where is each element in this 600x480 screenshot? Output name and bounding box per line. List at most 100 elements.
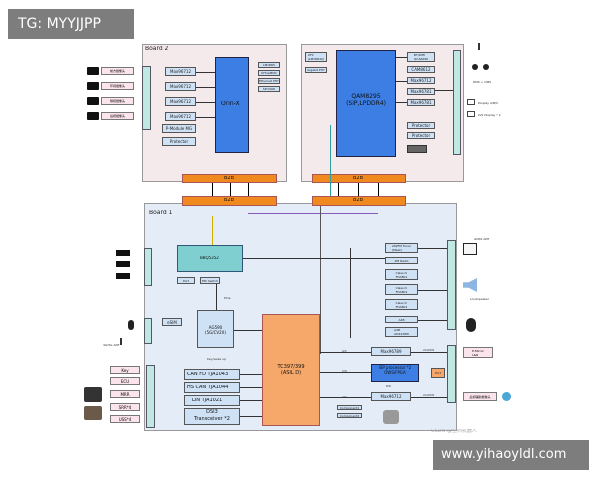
pmic-chip: P-Module MG <box>162 124 196 133</box>
antenna-icon-top <box>478 43 480 50</box>
can-fd-label: CAN FD TJA1043 <box>187 372 229 377</box>
conn-line-17 <box>196 72 215 73</box>
camera-label-3: 侧视摄像头 <box>101 97 134 105</box>
conn-line-13 <box>350 248 351 338</box>
b2b-arrow-5 <box>358 183 359 196</box>
a2b-chip: A2B <box>385 316 418 323</box>
b2b-bar-b1-right <box>312 196 406 206</box>
qam-right-2: CAM8612 <box>407 66 435 73</box>
i2c-label-1: I2C <box>342 349 347 353</box>
label-mrr: MRR <box>110 390 140 398</box>
board1-right-bottom-connector <box>447 345 456 403</box>
qam-right-7: Protector <box>407 132 435 139</box>
camera-icon-3 <box>87 97 99 105</box>
watermark-top-left-text: TG: MYYJJPP <box>18 17 101 31</box>
label-display-abc: Display A/B/C <box>478 101 499 105</box>
speaker-icon <box>463 278 477 292</box>
label-lvs-display: LVS Display * 2 <box>478 113 501 117</box>
camera-label-2: 环视摄像头 <box>101 82 134 90</box>
camera-label-4: 后视摄像头 <box>101 112 134 120</box>
lin-box <box>184 395 240 406</box>
camera-icon-oms <box>483 64 489 70</box>
keywake-label: Key/wake up <box>207 357 226 361</box>
b2b-label-b1-left: B2B <box>224 198 235 203</box>
orin-right-2: UFS/eMMC <box>258 70 280 76</box>
can-fd-box <box>184 369 240 380</box>
conn-line-22 <box>396 81 407 82</box>
route-line-purple <box>248 213 378 214</box>
route-line-gray <box>320 206 321 354</box>
emirror-label: E-Mirror L&R <box>463 347 493 358</box>
max96789-chip: Max96789 <box>371 347 411 356</box>
conn-line-4 <box>411 352 447 353</box>
dsi3-box <box>184 408 240 425</box>
tc397-label: TC397/399 (ASIL D) <box>277 364 305 376</box>
bbq-small-chip: Port <box>177 277 195 284</box>
orin-right-1: LPDDR5 <box>258 62 280 68</box>
max96712-left-1: Max96712 <box>165 67 196 76</box>
label-key: Key <box>110 366 140 374</box>
board1-left-mid-connector <box>144 318 152 344</box>
watermark-top-left <box>8 9 134 39</box>
bbq5352-chip <box>177 245 243 272</box>
pcie-label: PCIe <box>224 296 231 300</box>
radar-icon-1 <box>84 387 102 402</box>
ag590-label: AG590 (5G/CV2X) <box>205 325 226 335</box>
conn-line-15 <box>418 290 447 291</box>
display-icon-2 <box>467 111 475 117</box>
qam8295-label: QAM8295 (SiP,LPDDR4) <box>346 93 386 108</box>
b2b-bar-b2-right <box>312 174 406 183</box>
board2-label: Board 2 <box>145 46 169 52</box>
a2b2-chip: A2B AD2428W <box>385 327 418 337</box>
conn-line-7 <box>240 387 262 388</box>
component-chip-1: Component1 <box>337 405 362 410</box>
board1-right-top-connector <box>447 240 456 330</box>
ag590-chip <box>197 310 234 348</box>
radio-icon <box>463 243 477 255</box>
antenna-icon-left <box>120 338 122 345</box>
qam-left-1: UFS (LPDDR4X) <box>305 52 327 62</box>
classd-chip-3: Class D FDA801 <box>385 299 418 310</box>
qam-right-4: Max96781 <box>407 88 435 95</box>
camera-icon-b1-1 <box>116 250 130 256</box>
conn-line-2 <box>320 372 371 373</box>
camera-icon-4 <box>87 112 99 120</box>
conn-line-18 <box>196 87 215 88</box>
conn-line-19 <box>196 102 215 103</box>
isp-label: ISP processor *2 OWS/FPGA <box>378 365 412 375</box>
b2b-label-b2-left: B2B <box>224 176 235 181</box>
conn-line-3 <box>320 397 371 398</box>
max96712-left-2: Max96712 <box>165 82 196 91</box>
b2b-arrow-2 <box>230 183 231 196</box>
max96712-b1-chip: Max96712 <box>371 392 411 401</box>
conn-line-12 <box>243 258 385 259</box>
xm-radio-chip: XM Radio <box>385 257 418 264</box>
esim-chip: eSIM <box>162 318 182 326</box>
tc397-chip <box>262 314 320 426</box>
b2b-label-b2-right: B2B <box>353 176 364 181</box>
lvds-label-2: 2xLVDS <box>423 393 435 397</box>
camera-icon-b1-2 <box>116 261 130 267</box>
b2b-label-b1-right: B2B <box>353 198 364 203</box>
route-line-teal <box>330 125 331 196</box>
board1-left-bottom-connector <box>146 365 155 428</box>
qam-right-3: Max96712 <box>407 77 435 84</box>
qam-right-1: BT/WIFI QCA6696 <box>407 52 435 62</box>
conn-line-20 <box>196 117 215 118</box>
board2-right-connector <box>453 50 461 155</box>
conn-line-23 <box>396 102 407 103</box>
dsi-label: DSI <box>386 384 392 388</box>
isp-chip <box>371 364 419 382</box>
b2b-arrow-3 <box>248 183 249 196</box>
conn-line-8 <box>240 400 262 401</box>
b2b-arrow-4 <box>338 183 339 196</box>
route-line-yellow <box>212 216 213 246</box>
conn-line-14 <box>418 248 447 249</box>
classd-chip-2: Class D FDA801 <box>385 284 418 295</box>
isp-small-chip: Port <box>431 368 445 378</box>
classd-chip-1: Class D FDA801 <box>385 269 418 280</box>
b2b-bar-b2-left <box>182 174 277 183</box>
microphone-icon-right <box>466 318 476 332</box>
watermark-bottom-right <box>433 440 589 470</box>
component-chip-2: Component2 <box>337 413 362 418</box>
